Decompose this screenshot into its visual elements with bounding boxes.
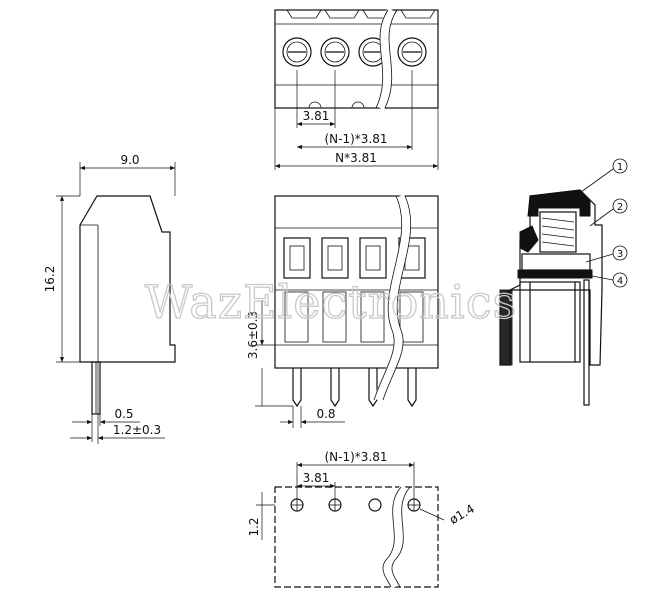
pcb-footprint: (N-1)*3.81 3.81 ø1.4 1.2: [247, 450, 477, 590]
top-view: 3.81 (N-1)*3.81 N*3.81: [274, 7, 439, 170]
row-offset-label: 1.2: [247, 517, 261, 536]
wire-window: [359, 237, 387, 343]
callout-4: 4: [591, 272, 628, 288]
height-label: 16.2: [43, 266, 57, 293]
pin-offset-label: 1.2±0.3: [113, 423, 161, 437]
screw-head: [320, 37, 350, 67]
width-label: 9.0: [120, 153, 139, 167]
footprint-span-label: (N-1)*3.81: [324, 450, 387, 464]
callout-3: 3: [585, 245, 628, 263]
watermark-text: WazElectronics: [145, 275, 517, 329]
section-view: 1 2 3 4: [499, 158, 628, 406]
pin-width-label: 0.8: [316, 407, 335, 421]
pitch-label: 3.81: [303, 109, 330, 123]
pin-thickness-label: 0.5: [114, 407, 133, 421]
svg-text:4: 4: [617, 276, 623, 287]
wire-window: [283, 237, 311, 343]
wire-window: [321, 237, 349, 343]
callout-1: 1: [569, 158, 628, 201]
total-width-label: N*3.81: [335, 151, 377, 165]
callout-2: 2: [589, 198, 628, 227]
svg-text:2: 2: [617, 202, 623, 213]
svg-text:1: 1: [617, 162, 623, 173]
front-view: 3.6±0.3 0.8: [246, 194, 439, 428]
screw-head: [397, 37, 427, 67]
span-label: (N-1)*3.81: [324, 132, 387, 146]
pin-length-label: 3.6±0.3: [246, 311, 260, 359]
side-view: 9.0 16.2 0.5 1.2±0.3: [43, 153, 176, 444]
svg-text:3: 3: [617, 249, 623, 260]
footprint-pitch-label: 3.81: [303, 471, 330, 485]
screw-head: [282, 37, 312, 67]
hole-diameter-label: ø1.4: [447, 502, 477, 527]
